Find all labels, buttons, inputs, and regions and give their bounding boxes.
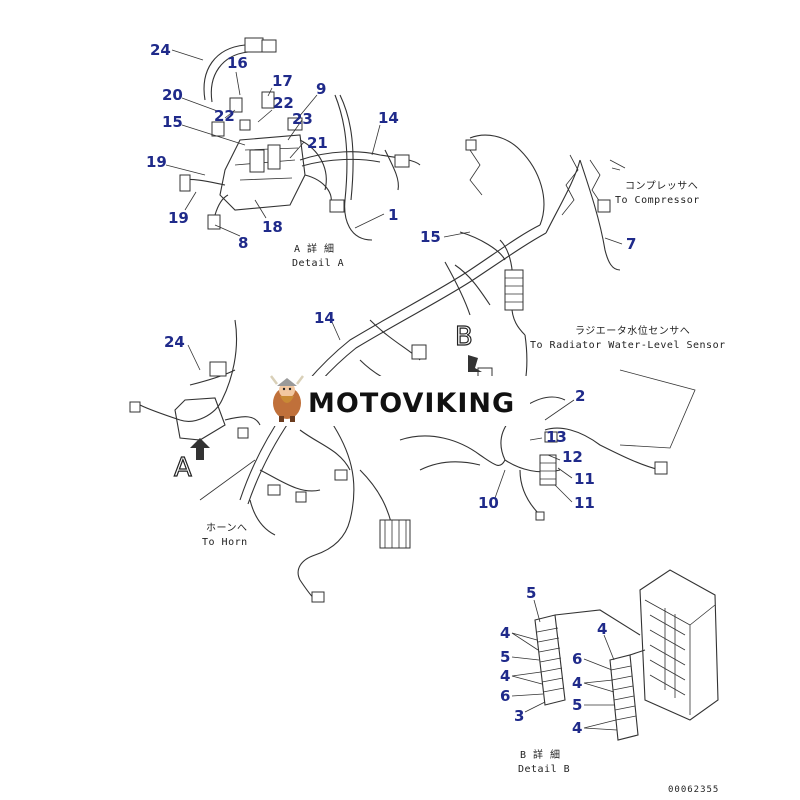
callout-22-b: 22 (273, 94, 294, 112)
callout-14-a: 14 (378, 109, 399, 127)
callout-6-b: 6 (572, 650, 582, 668)
callout-4-e: 4 (572, 719, 582, 737)
callout-5-c: 5 (572, 696, 582, 714)
drawing-number: 00062355 (668, 785, 719, 795)
callout-15-b: 15 (420, 228, 441, 246)
note-compressor-jp: コンプレッサへ (625, 180, 698, 192)
callout-16: 16 (227, 54, 248, 72)
callout-12: 12 (562, 448, 583, 466)
callout-4-c: 4 (597, 620, 607, 638)
callout-20: 20 (162, 86, 183, 104)
detail-a-label-en: Detail A (292, 258, 344, 269)
note-radiator-jp: ラジエータ水位センサへ (575, 324, 690, 337)
callout-24-a: 24 (150, 41, 171, 59)
callout-5-a: 5 (526, 584, 536, 602)
callout-18: 18 (262, 218, 283, 236)
view-marker-a: A (174, 453, 192, 483)
callout-15-a: 15 (162, 113, 183, 131)
callout-21: 21 (307, 134, 328, 152)
callout-4-b: 4 (500, 667, 510, 685)
detail-b-leaders (511, 599, 618, 731)
callout-17: 17 (272, 72, 293, 90)
detail-b-drawing (534, 569, 719, 741)
callout-6-a: 6 (500, 687, 510, 705)
main-harness-leaders (187, 159, 696, 503)
watermark-text: MOTOVIKING (308, 388, 515, 419)
view-direction-arrows (190, 355, 482, 460)
callout-9: 9 (316, 80, 326, 98)
detail-b-label-en: Detail B (518, 764, 570, 775)
callout-5-b: 5 (500, 648, 510, 666)
note-radiator-en: To Radiator Water-Level Sensor (530, 340, 726, 351)
note-compressor-en: To Compressor (615, 195, 700, 206)
callout-3: 3 (514, 707, 524, 725)
view-marker-b: B (455, 322, 473, 352)
callout-24-b: 24 (164, 333, 185, 351)
watermark: MOTOVIKING (262, 375, 530, 426)
callout-14-b: 14 (314, 309, 335, 327)
viking-mascot-icon (270, 375, 304, 422)
callout-1: 1 (388, 206, 398, 224)
note-horn-en: To Horn (202, 537, 248, 548)
callout-23: 23 (292, 110, 313, 128)
note-horn-jp: ホーンへ (206, 522, 248, 534)
callout-4-a: 4 (500, 624, 510, 642)
callout-7: 7 (626, 235, 636, 253)
main-harness-drawing (129, 134, 668, 603)
callout-4-d: 4 (572, 674, 582, 692)
detail-a-leaders (165, 49, 385, 237)
callout-19-b: 19 (168, 209, 189, 227)
callout-8: 8 (238, 234, 248, 252)
detail-a-label-jp: A 詳 細 (294, 242, 335, 255)
callout-11-a: 11 (574, 470, 595, 488)
detail-b-label-jp: B 詳 細 (520, 748, 561, 761)
callout-19-a: 19 (146, 153, 167, 171)
callout-11-b: 11 (574, 494, 595, 512)
callout-2: 2 (575, 387, 585, 405)
callout-10: 10 (478, 494, 499, 512)
callout-22-a: 22 (214, 107, 235, 125)
detail-a-drawing (179, 37, 421, 241)
callout-13: 13 (546, 428, 567, 446)
